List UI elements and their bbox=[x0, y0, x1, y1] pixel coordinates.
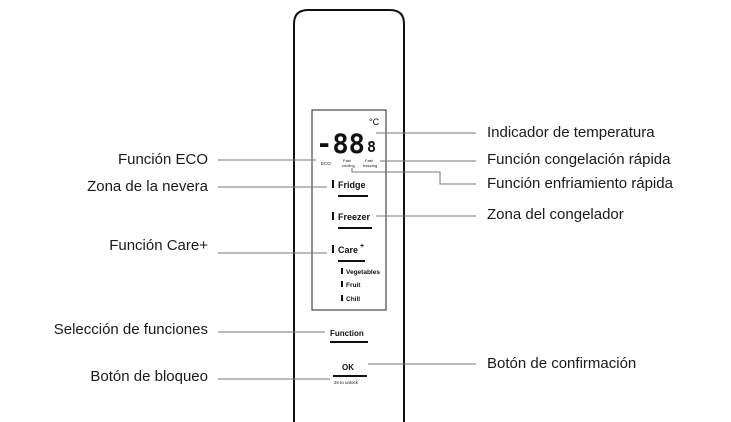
function-button-label: Function bbox=[330, 329, 364, 338]
unlock-hint: 3s to unlock bbox=[334, 380, 359, 385]
care-label: Care bbox=[338, 245, 358, 255]
ok-button-label: OK bbox=[342, 363, 354, 372]
fridge-indicator-bar bbox=[332, 180, 334, 188]
temperature-unit: °C bbox=[369, 117, 380, 127]
freezer-label: Freezer bbox=[338, 212, 371, 222]
vegetables-label: Vegetables bbox=[346, 269, 380, 276]
care-button[interactable] bbox=[338, 260, 365, 262]
chill-label: Chill bbox=[346, 296, 360, 303]
freezer-indicator-bar bbox=[332, 212, 334, 220]
fruit-label: Fruit bbox=[346, 282, 361, 289]
lcd-display bbox=[311, 109, 387, 311]
callout-fridge-zone: Zona de la nevera bbox=[87, 178, 208, 195]
callout-temperature-indicator: Indicador de temperatura bbox=[487, 124, 655, 141]
callout-care-function: Función Care+ bbox=[109, 237, 208, 254]
care-plus-label: + bbox=[360, 243, 364, 250]
temperature-decimal: 8 bbox=[367, 138, 376, 156]
ok-button[interactable] bbox=[333, 375, 367, 377]
care-indicator-bar bbox=[332, 245, 334, 253]
fast-freezing-line2: freezing bbox=[363, 163, 377, 168]
eco-indicator: ECO bbox=[321, 161, 331, 166]
callout-confirm-button: Botón de confirmación bbox=[487, 355, 637, 372]
fruit-indicator-bar bbox=[341, 281, 343, 287]
control-panel-outline bbox=[293, 9, 405, 422]
freezer-button[interactable] bbox=[338, 227, 372, 229]
function-button[interactable] bbox=[330, 341, 368, 343]
fast-cooling-line1: Fast bbox=[343, 158, 352, 163]
fast-cooling-line2: cooling bbox=[342, 163, 355, 168]
vegetables-indicator-bar bbox=[341, 268, 343, 274]
fridge-button[interactable] bbox=[338, 195, 368, 197]
temperature-readout: -88 bbox=[316, 129, 365, 160]
fast-freezing-line1: Fast bbox=[365, 158, 374, 163]
callout-lock-button: Botón de bloqueo bbox=[90, 368, 208, 385]
callout-freezer-zone: Zona del congelador bbox=[487, 206, 624, 223]
callout-fast-cool: Función enfriamiento rápida bbox=[487, 175, 673, 192]
callout-eco-function: Función ECO bbox=[117, 151, 208, 168]
callout-fast-freeze: Función congelación rápida bbox=[487, 151, 671, 168]
leader-line-fast-cool bbox=[351, 168, 476, 185]
fridge-label: Fridge bbox=[338, 180, 366, 190]
chill-indicator-bar bbox=[341, 295, 343, 301]
callout-function-selection: Selección de funciones bbox=[53, 321, 208, 338]
